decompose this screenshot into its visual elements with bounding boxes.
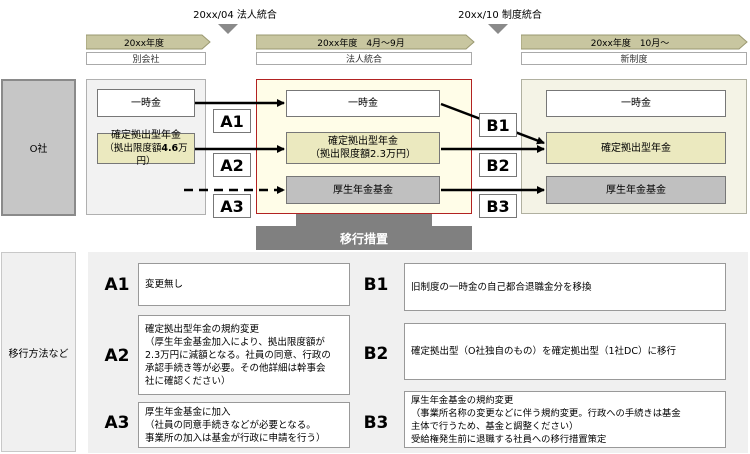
period-arrow-1: [86, 34, 211, 50]
desc-a3-line: （社員の同意手続きなどが必要となる。: [145, 419, 316, 431]
method-key-a3: A3: [104, 413, 130, 433]
period-sub-3: 新制度: [521, 52, 747, 65]
desc-a2-line: （厚生年金基金加入により、拠出限度額が: [145, 336, 325, 348]
col3-lump-sum-box: 一時金: [546, 90, 726, 117]
desc-a3: 厚生年金基金に加入 （社員の同意手続きなどが必要となる。 事業所の加入は基金が行…: [138, 402, 350, 448]
label-a3: A3: [213, 194, 251, 218]
method-label: 移行方法など: [1, 252, 76, 452]
col2-welfare-fund-box: 厚生年金基金: [286, 176, 440, 204]
event-system-integration: 20xx/10 制度統合: [458, 9, 542, 21]
period-sub-2: 法人統合: [256, 52, 472, 65]
desc-b3-line: （事業所名称の変更などに伴う規約変更。行政への手続きは基金: [411, 407, 681, 419]
event-corporate-merger: 20xx/04 法人統合: [193, 9, 277, 21]
company-label: O社: [1, 79, 76, 216]
col1-lump-sum-box: 一時金: [97, 89, 195, 117]
period-arrow-2: [256, 34, 475, 50]
label-a2: A2: [213, 153, 251, 177]
col1-dc-title: 確定拠出型年金: [111, 130, 181, 141]
event2-marker-icon: [488, 24, 508, 34]
label-b1: B1: [479, 113, 517, 137]
desc-a2-line: 2.3万円に減額となる。社員の同意、行政の: [145, 349, 331, 361]
col2-dc-title: 確定拠出型年金: [328, 136, 398, 147]
method-key-a2: A2: [104, 346, 130, 366]
desc-b3-line: 受給権発生前に退職する社員への移行措置策定: [411, 433, 607, 445]
desc-b3-line: 主体で行うため、基金と調整ください）: [411, 420, 579, 432]
desc-a2-line: 確定拠出型年金の規約変更: [145, 323, 260, 335]
col2-lump-sum-box: 一時金: [286, 90, 440, 117]
period-arrow-3: [521, 34, 748, 50]
desc-a2: 確定拠出型年金の規約変更 （厚生年金基金加入により、拠出限度額が 2.3万円に減…: [138, 315, 350, 395]
desc-a1: 変更無し: [138, 263, 350, 306]
desc-a3-line: 事業所の加入は基金が行政に申請を行う）: [145, 432, 326, 444]
method-key-a1: A1: [104, 275, 130, 295]
desc-a2-line: 承認手続き等が必要。その他詳細は幹事会: [145, 362, 326, 374]
desc-a2-line: 社に確認ください）: [145, 375, 231, 387]
period-label-3: 20xx年度 10月～: [590, 38, 670, 49]
label-a1: A1: [213, 109, 251, 133]
event1-marker-icon: [218, 24, 238, 34]
col2-dc-pension-box: 確定拠出型年金 （拠出限度額2.3万円）: [286, 132, 440, 164]
desc-b2: 確定拠出型（O社独自のもの）を確定拠出型（1社DC）に移行: [404, 323, 726, 380]
col3-welfare-fund-box: 厚生年金基金: [546, 176, 726, 204]
col1-dc-limit: （拠出限度額4.6万円）: [104, 143, 188, 167]
label-b2: B2: [479, 153, 517, 177]
desc-b1-line: 旧制度の一時金の自己都合退職金分を移換: [411, 281, 592, 293]
method-key-b2: B2: [363, 344, 389, 364]
desc-b1: 旧制度の一時金の自己都合退職金分を移換: [404, 263, 726, 311]
col1-dc-pension-box: 確定拠出型年金 （拠出限度額4.6万円）: [97, 130, 195, 167]
desc-b2-line: 確定拠出型（O社独自のもの）を確定拠出型（1社DC）に移行: [411, 346, 676, 357]
period-label-2: 20xx年度 4月～9月: [317, 38, 405, 49]
transition-label: 移行措置: [339, 231, 388, 246]
method-key-b3: B3: [363, 413, 389, 433]
transition-banner-shape: [256, 214, 472, 250]
col2-dc-limit: （拠出限度額2.3万円）: [310, 149, 416, 160]
period-label-1: 20xx年度: [123, 38, 165, 49]
method-key-b1: B1: [363, 275, 389, 295]
desc-b3-line: 厚生年金基金の規約変更: [411, 394, 514, 406]
label-b3: B3: [479, 194, 517, 218]
period-sub-1: 別会社: [86, 52, 206, 65]
desc-b3: 厚生年金基金の規約変更 （事業所名称の変更などに伴う規約変更。行政への手続きは基…: [404, 391, 726, 448]
desc-a3-line: 厚生年金基金に加入: [145, 406, 231, 418]
col3-dc-pension-box: 確定拠出型年金: [546, 132, 726, 164]
desc-a1-line: 変更無し: [145, 279, 184, 290]
